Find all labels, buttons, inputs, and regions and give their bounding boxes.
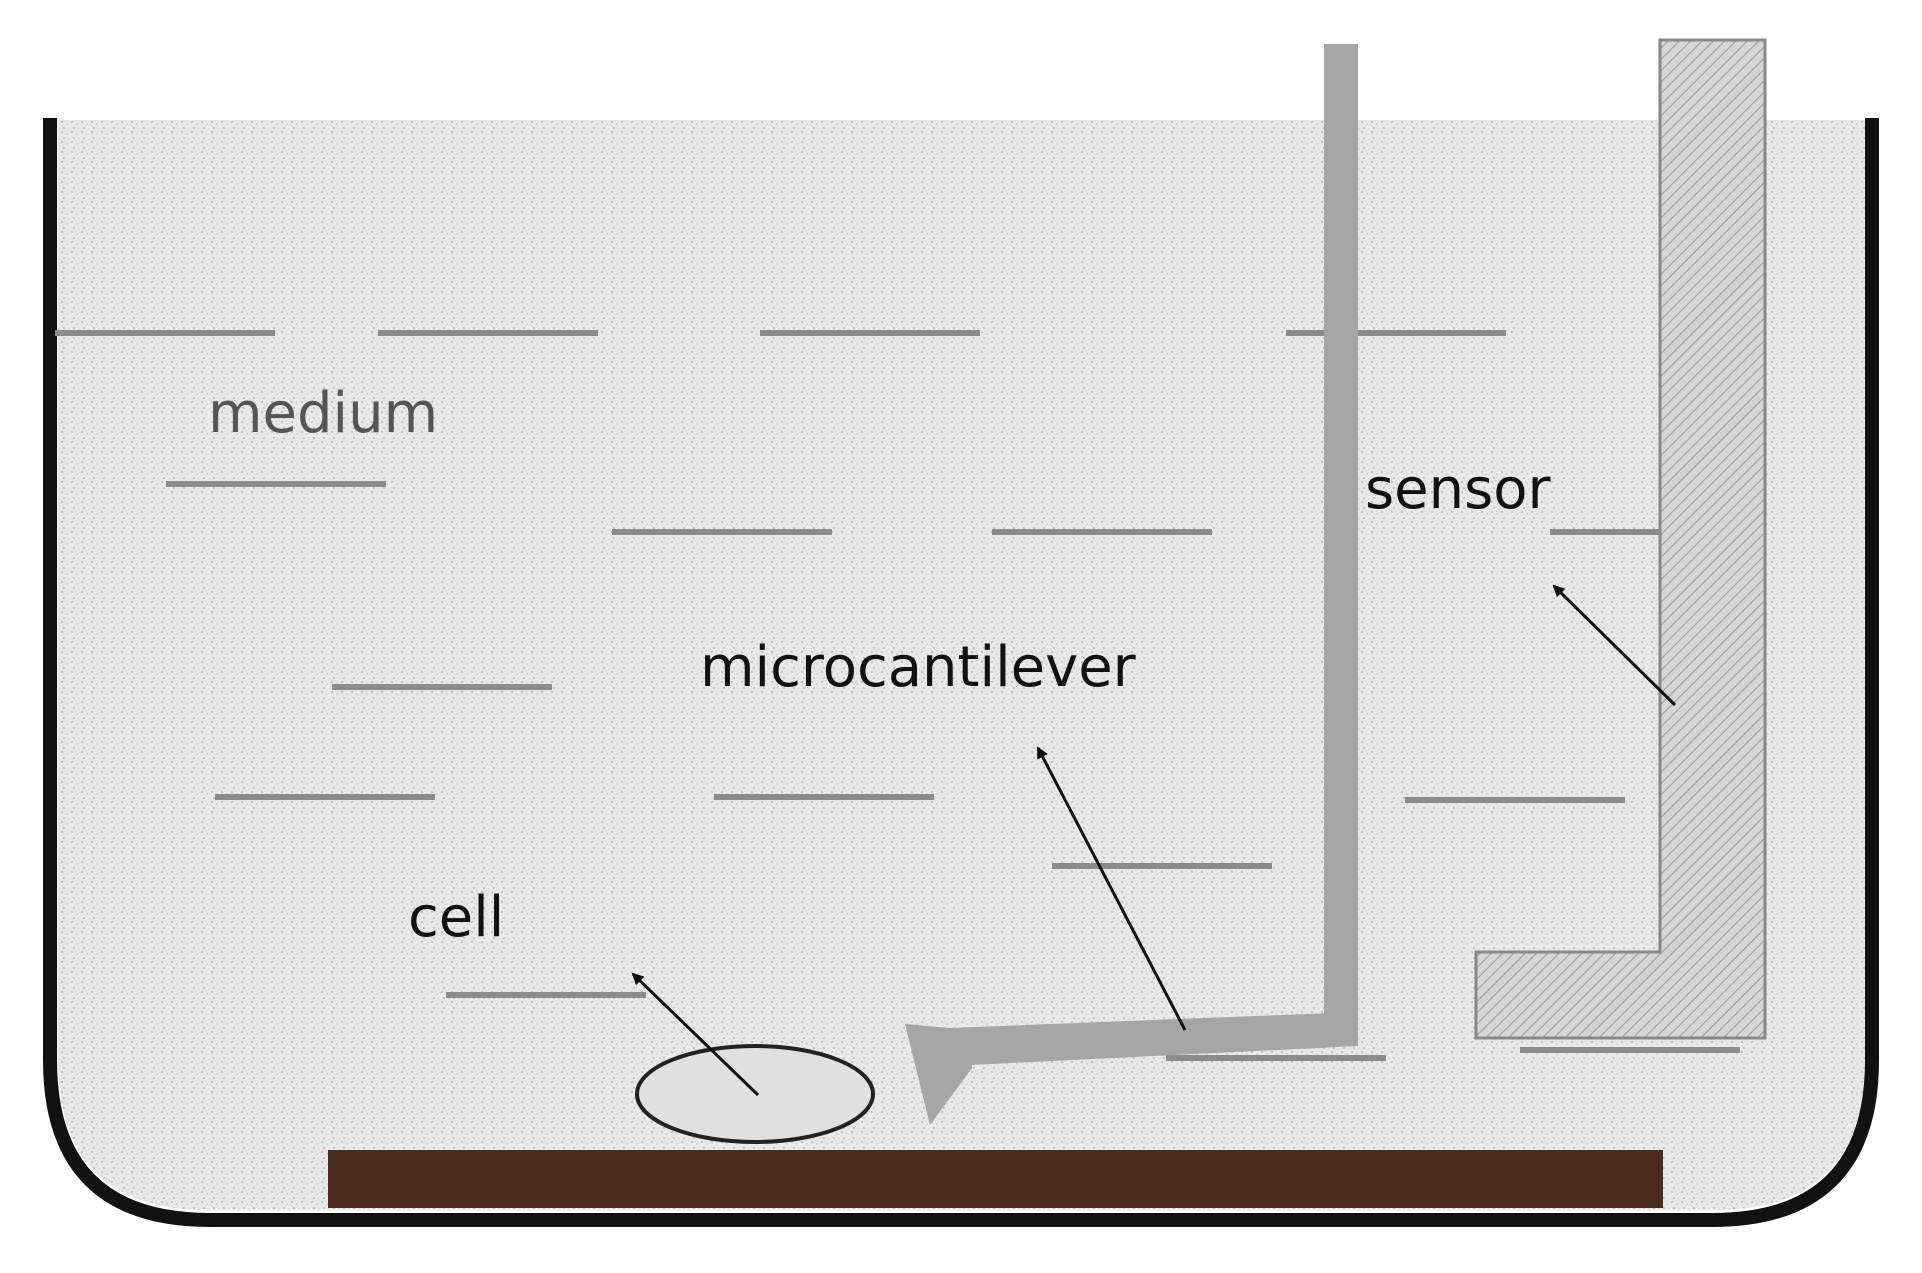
microcantilever-label: microcantilever bbox=[700, 635, 1137, 700]
substrate bbox=[328, 1150, 1663, 1208]
cantilever-vertical-arm bbox=[1324, 44, 1358, 1044]
sensor-label: sensor bbox=[1365, 457, 1552, 522]
cell-label: cell bbox=[408, 885, 504, 950]
medium-fill bbox=[58, 120, 1865, 1210]
sensor-arrow bbox=[1552, 584, 1677, 707]
sensor bbox=[1474, 38, 1767, 1040]
cantilever-tip bbox=[905, 1024, 972, 1125]
container-wall bbox=[43, 118, 1879, 1227]
cell-arrow bbox=[631, 972, 760, 1097]
medium-lines bbox=[55, 330, 1740, 1061]
medium-label: medium bbox=[208, 381, 438, 446]
cantilever-horizontal-arm bbox=[950, 1012, 1358, 1066]
microcantilever bbox=[905, 44, 1358, 1125]
microcantilever-arrow bbox=[1036, 746, 1187, 1031]
